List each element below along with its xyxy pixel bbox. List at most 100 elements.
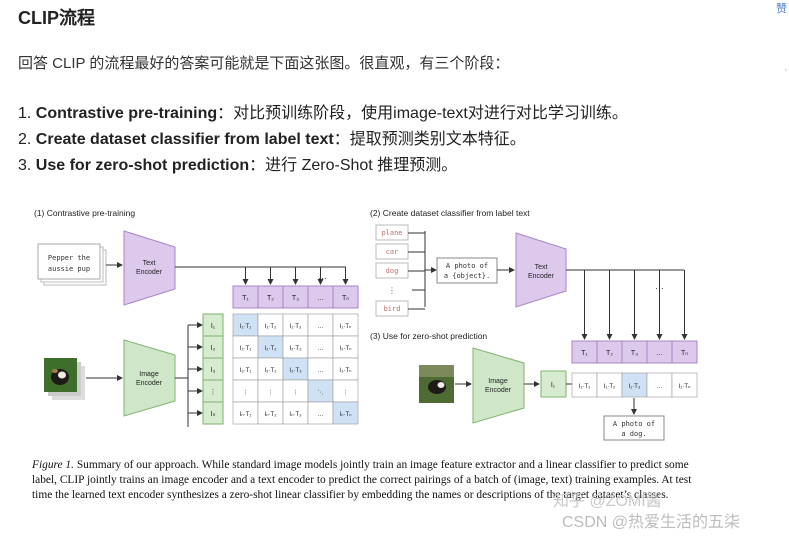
text-input-line1: Pepper the (48, 254, 90, 262)
watermark-zhihu: 知乎 @ZOMI酱 (553, 493, 662, 510)
matrix-label: … (318, 412, 324, 418)
step-desc: ：提取预测类别文本特征。 (333, 131, 526, 148)
text-encoder2-label: Encoder (528, 273, 555, 280)
dog-photo (44, 358, 77, 392)
i-label: I₁ (211, 323, 216, 330)
text-input-line2: aussie pup (48, 265, 90, 273)
panel2-title: (2) Create dataset classifier from label… (370, 208, 530, 218)
t2-label: Tₙ (681, 350, 688, 357)
dog-photo-zs (419, 365, 454, 403)
t2-label: T₃ (631, 350, 638, 357)
image-encoder-shape (123, 339, 176, 417)
image-encoder-label: Image (139, 371, 159, 378)
i-label: Iₙ (211, 411, 216, 418)
t-label: T₂ (267, 295, 274, 302)
t2-label: … (656, 350, 663, 357)
matrix-label: … (318, 324, 324, 330)
step-num: 2. (18, 131, 32, 148)
step-num: 1. (18, 105, 32, 122)
text-input-card (37, 243, 101, 280)
figure-caption: Figure 1. Summary of our approach. While… (32, 458, 704, 504)
zs-i-label: I₁ (551, 382, 556, 389)
text-encoder2-label: Text (535, 264, 548, 271)
t-label: Tₙ (342, 295, 349, 302)
label-text: car (386, 248, 399, 256)
matrix-label: ⋮ (268, 389, 274, 396)
matrix-label: Iₙ·Tₙ (339, 412, 352, 418)
watermark-csdn: CSDN @热爱生活的五柒 (562, 514, 741, 531)
t2-label: T₂ (606, 350, 613, 357)
prompt-line2: a {object}. (444, 272, 490, 280)
matrix-label: ⋮ (243, 389, 249, 396)
caption-text: Summary of our approach. While standard … (32, 459, 692, 502)
matrix-label: I₁·T₃ (290, 324, 302, 330)
matrix-label: Iₙ·T₁ (240, 412, 252, 418)
label-text: bird (384, 305, 401, 313)
image-encoder-label: Encoder (136, 380, 163, 387)
zs-cell (671, 372, 698, 398)
page-title: CLIP流程 (18, 8, 96, 28)
i-label: I₂ (211, 345, 216, 352)
panel1-title: (1) Contrastive pre-training (34, 208, 135, 218)
t2-label: T₁ (581, 350, 588, 357)
zs-label: I₁·Tₙ (679, 384, 691, 390)
t-label: T₃ (292, 295, 299, 302)
matrix-label: I₂·Tₙ (339, 346, 352, 352)
matrix-label: ⋱ (318, 389, 324, 396)
result-line1: A photo of (613, 420, 655, 428)
label-ellipsis: ⋮ (388, 286, 396, 295)
step-name: Contrastive pre-training (35, 105, 218, 122)
matrix-cell-diagonal (332, 401, 359, 425)
clip-figure: (1) Contrastive pre-training Pepper the … (34, 208, 698, 441)
matrix-label: I₁·Tₙ (340, 324, 352, 330)
text-encoder-label: Encoder (136, 269, 163, 276)
matrix-label: I₃·T₂ (264, 368, 277, 374)
matrix-label: … (318, 346, 324, 352)
zs-label: … (657, 384, 663, 390)
matrix-label: Iₙ·T₃ (289, 412, 302, 418)
text-encoder-label: Text (143, 260, 156, 267)
i-cell (202, 401, 224, 425)
step-name: Create dataset classifier from label tex… (35, 131, 334, 148)
result-line2: a dog. (621, 430, 646, 438)
matrix-label: ⋮ (343, 389, 349, 396)
step-num: 3. (18, 157, 32, 174)
text-encoder2-shape (515, 232, 567, 308)
label-text: plane (381, 229, 402, 237)
zs-cell (571, 372, 598, 398)
like-button[interactable]: 赞 (776, 3, 787, 15)
zs-cell (596, 372, 623, 398)
matrix-label: I₃·T₁ (240, 368, 252, 374)
t-label: T₁ (242, 295, 249, 302)
prompt-line1: A photo of (446, 262, 488, 270)
caption-label: Figure 1. (32, 459, 74, 471)
step-desc: ：对比预训练阶段，使用image-text对进行对比学习训练。 (217, 105, 628, 122)
result-box (603, 415, 665, 441)
step-1: 1. Contrastive pre-training：对比预训练阶段，使用im… (18, 99, 628, 123)
step-2: 2. Create dataset classifier from label … (18, 125, 526, 149)
matrix-label: I₂·T₃ (289, 346, 302, 352)
matrix-label: Iₙ·T₂ (264, 412, 277, 418)
t-cell (332, 285, 359, 309)
matrix-label: ⋮ (293, 389, 299, 396)
zs-label: I₁·T₂ (604, 384, 616, 390)
matrix-label: I₂·T₂ (265, 346, 278, 352)
matrix-label: I₁·T₂ (265, 324, 277, 330)
t2-cell (671, 340, 698, 364)
matrix-label: I₃·T₃ (289, 368, 302, 374)
i-label: I₃ (211, 367, 216, 374)
image-encoder2-label: Encoder (485, 387, 512, 394)
matrix-label: I₂·T₁ (240, 346, 252, 352)
bus-ellipsis: … (318, 271, 327, 281)
image-encoder2-label: Image (488, 378, 508, 385)
matrix-label: I₁·T₁ (240, 324, 251, 330)
prompt-box (436, 257, 498, 284)
panel3-title: (3) Use for zero-shot prediction (370, 331, 487, 341)
step-desc: ：进行 Zero-Shot 推理预测。 (249, 157, 458, 174)
text-encoder-shape (123, 230, 176, 306)
step-name: Use for zero-shot prediction (35, 157, 250, 174)
matrix-label: … (318, 368, 324, 374)
zs-cell-highlight (621, 372, 648, 398)
zs-label: I₁·T₃ (629, 384, 641, 390)
matrix-label: I₃·Tₙ (339, 368, 352, 374)
